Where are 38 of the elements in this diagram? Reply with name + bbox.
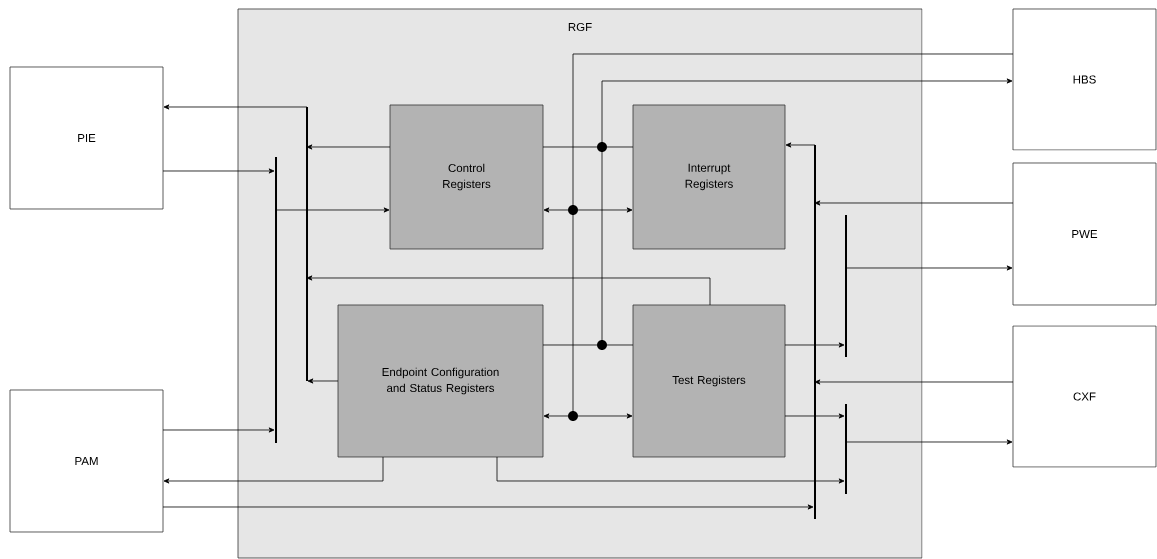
register-box: Test Registers	[632, 304, 786, 458]
connector	[601, 78, 1013, 143]
connector	[306, 144, 391, 150]
connector	[844, 265, 1013, 271]
block-box: PIE	[9, 66, 164, 210]
block-box: HBS	[1012, 8, 1157, 151]
connector	[606, 344, 634, 346]
connector	[542, 146, 598, 148]
register-box: Endpoint Configuration and Status Registers	[337, 304, 544, 458]
connector	[814, 200, 1014, 206]
connector	[814, 379, 1014, 385]
block-box: PAM	[9, 389, 164, 533]
connector	[274, 207, 390, 213]
connector	[543, 207, 569, 213]
connector	[577, 207, 633, 213]
connector	[577, 413, 633, 419]
connector	[601, 151, 603, 341]
connector	[162, 427, 275, 433]
block-box: CXF	[1012, 325, 1157, 468]
connector	[496, 456, 845, 484]
connector	[606, 146, 634, 148]
connector	[784, 413, 845, 419]
connector	[163, 104, 308, 110]
connector	[306, 275, 711, 306]
connector	[542, 344, 598, 346]
connector	[572, 214, 574, 412]
connector	[307, 378, 339, 384]
connector	[163, 456, 384, 484]
register-box: Control Registers	[389, 104, 544, 250]
register-box: Interrupt Registers	[632, 104, 786, 250]
connector	[543, 413, 569, 419]
connector	[785, 142, 816, 148]
connector	[784, 342, 845, 348]
connector	[572, 53, 1014, 206]
block-box: PWE	[1012, 162, 1157, 306]
connector	[844, 439, 1013, 445]
connector	[162, 504, 814, 510]
connector	[162, 168, 275, 174]
